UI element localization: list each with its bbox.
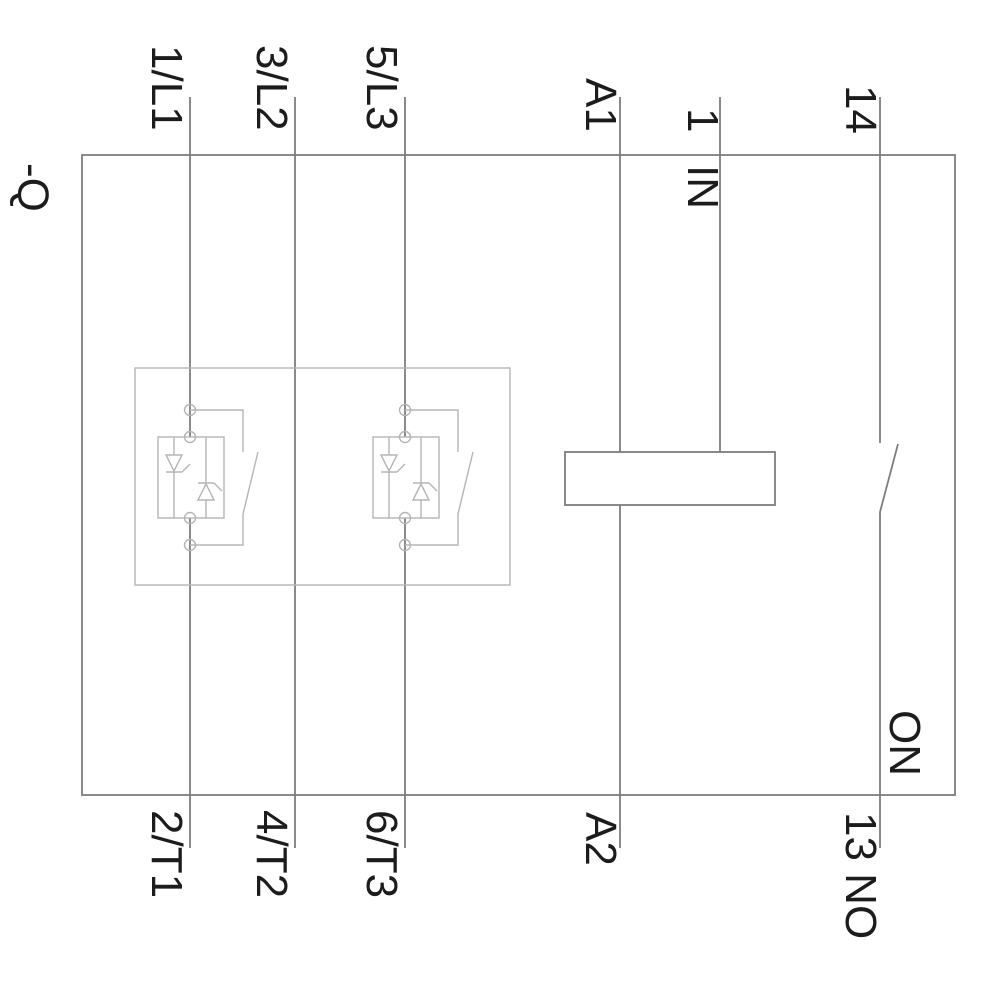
terminal-label-3l2: 3/L2 xyxy=(247,45,296,131)
terminal-label-in-number: 1 xyxy=(678,108,727,132)
power-section-box xyxy=(134,367,511,586)
bypass-contact xyxy=(190,409,259,546)
terminal-label-13no: 13 NO xyxy=(836,812,885,939)
on-function-label: ON xyxy=(880,710,929,776)
antiparallel-thyristors xyxy=(379,437,438,518)
terminal-label-6t3: 6/T3 xyxy=(357,810,406,898)
thyristor-module-l1 xyxy=(157,403,259,552)
bypass-contact xyxy=(405,409,474,546)
terminal-label-4t2: 4/T2 xyxy=(247,810,296,898)
control-circuit: A1 A2 1 IN xyxy=(564,78,776,866)
device-outline xyxy=(81,154,956,796)
antiparallel-thyristors xyxy=(164,437,223,518)
terminal-label-a1: A1 xyxy=(576,78,625,132)
thyristor-box xyxy=(157,436,225,519)
terminal-label-1l1: 1/L1 xyxy=(142,45,191,131)
thyristor-box xyxy=(372,436,440,519)
aux-contact-blade xyxy=(879,443,899,513)
device-reference-label: -Q xyxy=(8,163,57,212)
control-coil-box xyxy=(564,451,776,506)
thyristor-module-l3 xyxy=(372,403,474,552)
aux-contact-circuit: 14 13 NO ON xyxy=(836,85,929,939)
terminal-label-5l3: 5/L3 xyxy=(357,45,406,131)
terminal-label-a2: A2 xyxy=(576,812,625,866)
in-function-label: IN xyxy=(678,165,727,209)
terminal-label-2t1: 2/T1 xyxy=(142,810,191,898)
terminal-label-14: 14 xyxy=(836,85,885,134)
